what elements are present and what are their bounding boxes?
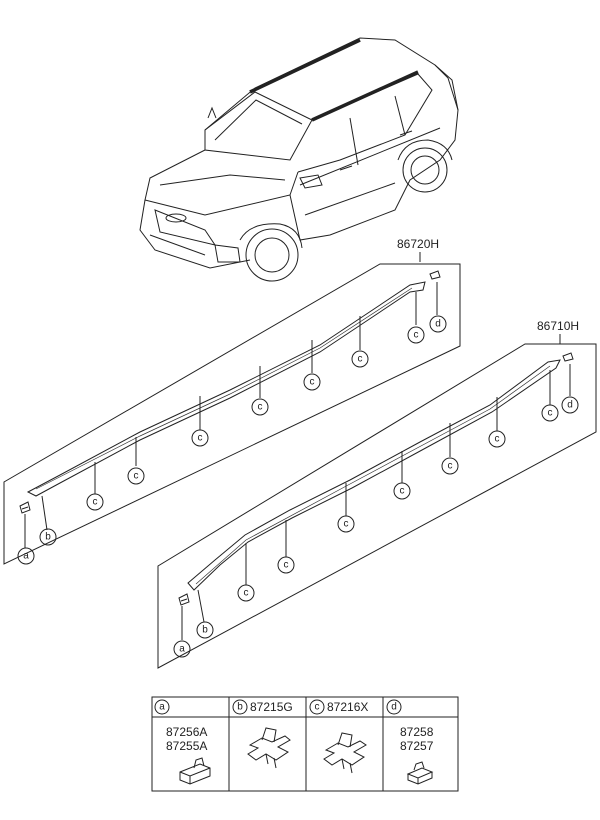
callout-letter: c xyxy=(344,519,349,530)
callout-circle xyxy=(39,528,57,546)
callout-circle xyxy=(17,547,35,565)
callout-circle xyxy=(251,398,269,416)
callout-circle xyxy=(561,396,579,414)
callout-circle xyxy=(191,429,209,447)
clip-a-icon xyxy=(179,757,211,785)
legend-part-number: 87256A xyxy=(166,725,207,739)
callout-letter: b xyxy=(45,532,51,543)
callout-circle xyxy=(351,350,369,368)
callout-letter: d xyxy=(567,400,573,411)
callout-letter: c xyxy=(548,408,553,419)
callout-circle xyxy=(127,467,145,485)
legend-cell-a: a 87256A 87255A xyxy=(154,699,211,785)
callout-circle xyxy=(277,556,295,574)
callout-letter: c xyxy=(134,471,139,482)
legend-letter-c: c xyxy=(315,702,320,713)
callout-letter: c xyxy=(284,560,289,571)
legend-cell-c: c 87216X xyxy=(309,699,368,774)
legend-code: 87216X xyxy=(327,700,368,714)
callout-circle xyxy=(407,326,425,344)
upper-clip-a xyxy=(19,501,31,514)
callout-circle xyxy=(173,640,191,658)
callout-letter: c xyxy=(400,486,405,497)
upper-assembly: 86720H xyxy=(3,237,461,565)
callout-circle xyxy=(86,493,104,511)
lower-clip-d xyxy=(562,352,574,362)
callout-circle xyxy=(337,515,355,533)
lower-part-number: 86710H xyxy=(537,319,579,333)
callout-circle xyxy=(237,584,255,602)
lower-rail-molding xyxy=(187,359,561,591)
upper-clip-d xyxy=(429,270,441,280)
callout-letter: a xyxy=(179,644,185,655)
callout-circle xyxy=(429,315,447,333)
legend-part-number: 87257 xyxy=(400,739,434,753)
legend-letter-a: a xyxy=(159,702,165,713)
callout-letter: c xyxy=(93,497,98,508)
callout-letter: c xyxy=(198,433,203,444)
callout-letter: c xyxy=(414,330,419,341)
callout-letter: c xyxy=(495,434,500,445)
vehicle-illustration xyxy=(139,37,459,282)
upper-frame xyxy=(3,263,461,565)
clip-d-icon xyxy=(406,761,434,785)
legend-letter-d: d xyxy=(391,702,397,713)
legend-code: 87215G xyxy=(250,700,293,714)
callout-circle xyxy=(488,430,506,448)
clip-c-icon xyxy=(323,732,367,774)
callout-letter: a xyxy=(23,551,29,562)
upper-rail-molding xyxy=(26,281,426,497)
callout-letter: c xyxy=(448,461,453,472)
callout-circle xyxy=(393,482,411,500)
legend-letter-b: b xyxy=(237,702,243,713)
lower-clip-a xyxy=(178,593,190,606)
legend-part-number: 87258 xyxy=(400,725,434,739)
callout-letter: b xyxy=(202,625,208,636)
lower-assembly: 86710H xyxy=(157,319,597,669)
lower-frame xyxy=(157,343,597,669)
callout-circle xyxy=(441,457,459,475)
callout-letter: c xyxy=(258,402,263,413)
callout-letter: d xyxy=(435,319,441,330)
upper-part-number: 86720H xyxy=(397,237,439,251)
callout-letter: c xyxy=(310,377,315,388)
legend-cell-d: d 87258 87257 xyxy=(386,699,434,785)
callout-circle xyxy=(303,373,321,391)
clip-b-icon xyxy=(247,727,291,769)
callout-circle xyxy=(541,404,559,422)
callout-circle xyxy=(196,621,214,639)
legend-table: a 87256A 87255A b 87215G xyxy=(151,696,459,792)
legend-part-number: 87255A xyxy=(166,739,207,753)
callout-letter: c xyxy=(358,354,363,365)
callout-letter: c xyxy=(244,588,249,599)
legend-cell-b: b 87215G xyxy=(232,699,293,769)
